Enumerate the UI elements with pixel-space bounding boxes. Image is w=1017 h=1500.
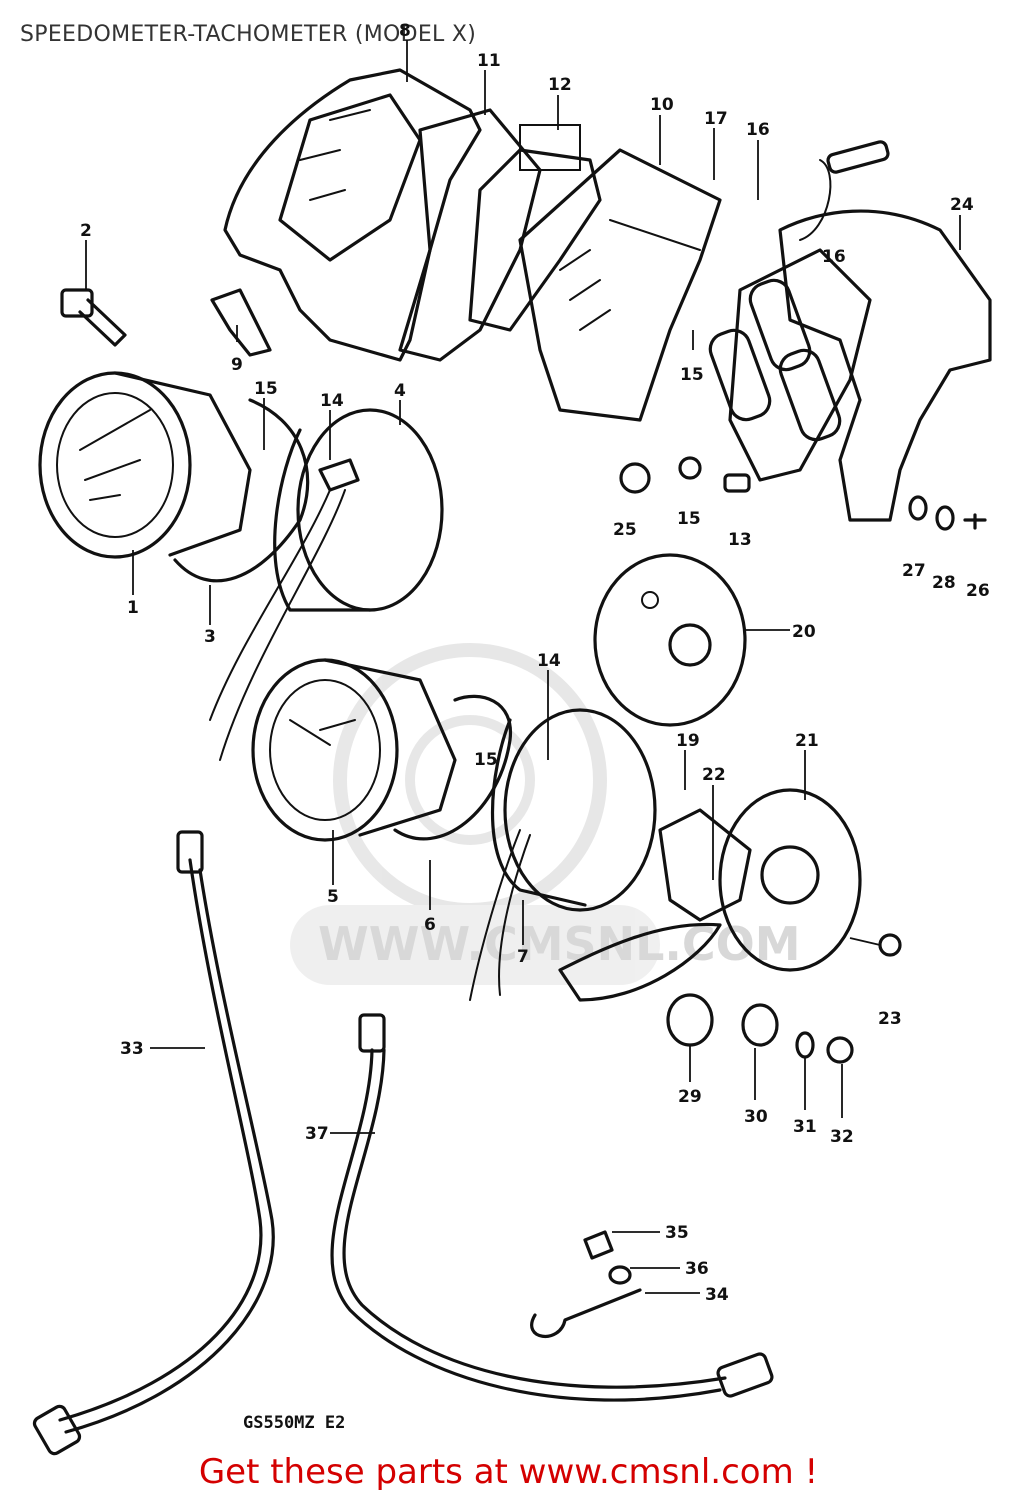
model-code: GS550MZ E2 <box>243 1413 345 1433</box>
callout-32: 32 <box>830 1127 854 1147</box>
callout-33: 33 <box>120 1039 144 1059</box>
callout-29: 29 <box>678 1087 702 1107</box>
part-34-clip <box>530 1288 642 1338</box>
callout-24: 24 <box>950 195 974 215</box>
callout-9: 9 <box>231 355 243 375</box>
callout-13: 13 <box>728 530 752 550</box>
callout-4: 4 <box>394 381 406 401</box>
page-title: SPEEDOMETER-TACHOMETER (MODEL X) <box>20 22 477 47</box>
part-5-tachometer <box>251 658 457 842</box>
part-23-nut <box>878 933 902 957</box>
callout-17: 17 <box>704 109 728 129</box>
callout-10: 10 <box>650 95 674 115</box>
part-6-gasket <box>393 694 513 841</box>
callouts: 8 11 12 10 17 16 24 16 2 9 15 14 4 1 3 1… <box>80 21 990 1305</box>
callout-6: 6 <box>424 915 436 935</box>
part-29-grommet <box>666 993 714 1047</box>
callout-34: 34 <box>705 1285 729 1305</box>
callout-28: 28 <box>932 573 956 593</box>
part-21-rear-case <box>718 788 862 972</box>
callout-15-right: 15 <box>680 365 704 385</box>
watermark-logo <box>290 643 660 985</box>
footer-link[interactable]: Get these parts at www.cmsnl.com ! <box>198 1452 819 1492</box>
callout-37: 37 <box>305 1124 329 1144</box>
callout-14-lower: 14 <box>537 651 561 671</box>
callout-30: 30 <box>744 1107 768 1127</box>
callout-31: 31 <box>793 1117 817 1137</box>
callout-5: 5 <box>327 887 339 907</box>
part-11-12-panel <box>398 108 602 362</box>
part-4-case <box>209 408 444 761</box>
callout-22: 22 <box>702 765 726 785</box>
part-13-clip <box>723 473 751 493</box>
callout-21: 21 <box>795 731 819 751</box>
part-20-rear-case <box>593 553 747 727</box>
callout-15-mid: 15 <box>474 750 498 770</box>
part-7-case <box>469 708 657 1001</box>
callout-11: 11 <box>477 51 501 71</box>
part-33-cable <box>32 830 275 1456</box>
leader-lines <box>85 40 961 1294</box>
part-22-plate <box>558 922 722 1002</box>
callout-14-upper: 14 <box>320 391 344 411</box>
part-19-22-bracket <box>658 808 752 922</box>
part-15-nut <box>678 456 702 480</box>
callout-20: 20 <box>792 622 816 642</box>
callout-23: 23 <box>878 1009 902 1029</box>
callout-7: 7 <box>517 947 529 967</box>
part-35-screw <box>583 1230 614 1260</box>
callout-1: 1 <box>127 598 139 618</box>
callout-26: 26 <box>966 581 990 601</box>
callout-35: 35 <box>665 1223 689 1243</box>
part-26-screw <box>963 513 987 530</box>
callout-15-left: 15 <box>254 379 278 399</box>
part-36-washer <box>608 1265 632 1285</box>
part-9-clip <box>210 288 272 357</box>
part-28-washer <box>935 505 955 531</box>
part-24-bracket <box>708 140 992 522</box>
part-27-washer <box>908 495 928 521</box>
part-3-gasket <box>173 398 310 583</box>
part-32-nut <box>826 1036 854 1064</box>
part-1-speedometer <box>38 371 252 559</box>
part-30-washer <box>741 1003 779 1047</box>
callout-25: 25 <box>613 520 637 540</box>
part-10-indicator-housing <box>518 148 722 422</box>
callout-8: 8 <box>399 21 411 41</box>
callout-3: 3 <box>204 627 216 647</box>
callout-27: 27 <box>902 561 926 581</box>
part-25-grommet <box>619 462 651 494</box>
callout-15-lower: 15 <box>677 509 701 529</box>
callout-16-mid: 16 <box>822 247 846 267</box>
part-2-screw <box>60 288 127 347</box>
part-31-washer <box>795 1031 815 1059</box>
part-8-upper-cover <box>223 68 482 362</box>
callout-2: 2 <box>80 221 92 241</box>
part-37-cable <box>330 1013 774 1402</box>
callout-12: 12 <box>548 75 572 95</box>
callout-16-top: 16 <box>746 120 770 140</box>
callout-19: 19 <box>676 731 700 751</box>
callout-36: 36 <box>685 1259 709 1279</box>
